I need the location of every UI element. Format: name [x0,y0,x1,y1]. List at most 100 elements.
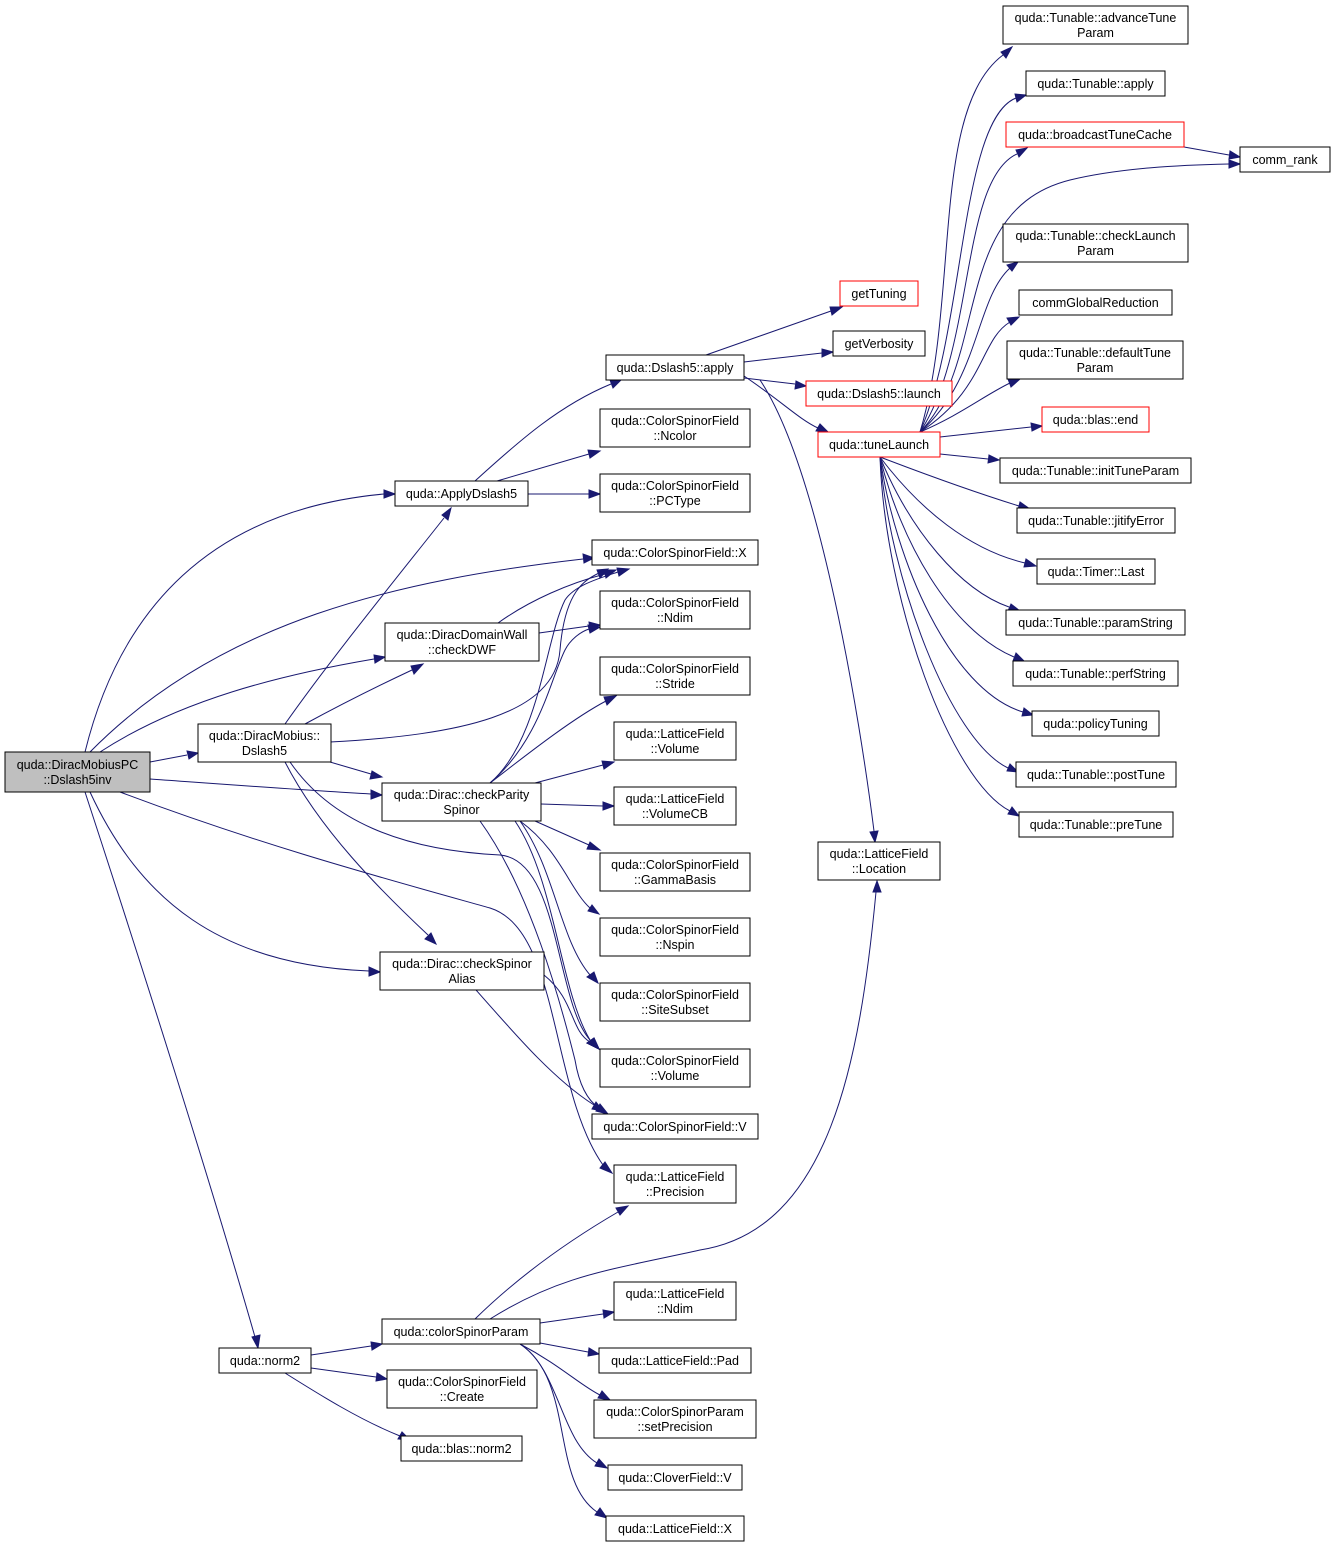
node-MobDslash5[interactable]: quda::DiracMobius::Dslash5 [197,723,332,763]
node-csfNcolor[interactable]: quda::ColorSpinorField::Ncolor [599,408,751,448]
node-label: ::GammaBasis [634,873,716,887]
node-label: ::setPrecision [637,1420,712,1434]
node-label: quda::blas::norm2 [411,1442,511,1456]
edge-line [743,375,819,429]
node-label: Param [1077,361,1114,375]
node-box [1005,609,1186,636]
node-box [1015,761,1177,788]
node-lfPad[interactable]: quda::LatticeField::Pad [598,1347,752,1374]
node-commGlobal[interactable]: commGlobalReduction [1018,289,1173,316]
node-norm2[interactable]: quda::norm2 [218,1347,312,1374]
arrowhead-icon [594,1507,609,1519]
node-csfV[interactable]: quda::ColorSpinorField::V [591,1113,759,1140]
edge-tuneLaunch-to-defaultTune [919,378,1022,433]
edge-tuneLaunch-to-blasEnd [939,422,1044,438]
node-blasEnd[interactable]: quda::blas::end [1041,406,1150,433]
edge-line [534,820,590,846]
edge-bcastTune-to-commRank [1183,146,1242,160]
arrowhead-icon [603,569,618,579]
node-box [1239,146,1331,173]
node-bcastTune[interactable]: quda::broadcastTuneCache [1005,121,1185,148]
node-csfSite[interactable]: quda::ColorSpinorField::SiteSubset [599,982,751,1022]
node-label: quda::colorSpinorParam [394,1325,529,1339]
node-csfStride[interactable]: quda::ColorSpinorField::Stride [599,656,751,696]
node-setPrec[interactable]: quda::ColorSpinorParam::setPrecision [593,1399,757,1439]
node-box [1002,223,1189,263]
node-postTune[interactable]: quda::Tunable::postTune [1015,761,1177,788]
node-lfVolume[interactable]: quda::LatticeField::Volume [613,721,737,761]
node-csfNdim[interactable]: quda::ColorSpinorField::Ndim [599,590,751,630]
node-lfX[interactable]: quda::LatticeField::X [605,1515,745,1542]
node-label: quda::LatticeField [830,847,929,861]
node-root[interactable]: quda::DiracMobiusPC::Dslash5inv [4,751,151,793]
node-preTune[interactable]: quda::Tunable::preTune [1018,811,1174,838]
node-csfVolume[interactable]: quda::ColorSpinorField::Volume [599,1048,751,1088]
node-d5apply[interactable]: quda::Dslash5::apply [605,354,745,381]
edge-line [99,658,375,753]
node-checkDWF[interactable]: quda::DiracDomainWall::checkDWF [384,622,540,662]
edge-norm2-to-csfCreate [310,1367,389,1382]
arrowhead-icon [1228,150,1242,160]
edge-line [89,558,584,753]
arrowhead-icon [1000,45,1014,59]
edge-line [919,382,1011,433]
node-tuneLaunch[interactable]: quda::tuneLaunch [817,431,941,458]
node-label: ::Volume [651,1069,700,1083]
node-ApplyDslash5[interactable]: quda::ApplyDslash5 [394,480,529,507]
node-cloverV[interactable]: quda::CloverField::V [607,1464,743,1491]
node-box [1018,811,1174,838]
node-label: quda::Tunable::perfString [1025,667,1166,681]
edge-line [489,571,619,784]
node-blasNorm2[interactable]: quda::blas::norm2 [400,1435,523,1462]
node-csfCreate[interactable]: quda::ColorSpinorField::Create [386,1369,538,1409]
node-box [381,1318,541,1345]
node-csfX[interactable]: quda::ColorSpinorField::X [591,539,759,566]
node-label: ::Stride [655,677,695,691]
node-csfNspin[interactable]: quda::ColorSpinorField::Nspin [599,917,751,957]
node-getTuning[interactable]: getTuning [839,280,919,307]
node-paramString[interactable]: quda::Tunable::paramString [1005,609,1186,636]
node-policyTuning[interactable]: quda::policyTuning [1031,710,1160,737]
node-d5launch[interactable]: quda::Dslash5::launch [805,380,953,407]
node-lfPrecision[interactable]: quda::LatticeField::Precision [613,1164,737,1204]
node-label: ::Location [852,862,906,876]
node-label: quda::ColorSpinorField [398,1375,526,1389]
arrowhead-icon [1023,558,1038,568]
node-csfGamma[interactable]: quda::ColorSpinorField::GammaBasis [599,852,751,892]
node-tunApply[interactable]: quda::Tunable::apply [1025,70,1166,97]
node-getVerbosity[interactable]: getVerbosity [832,330,926,357]
node-lfLocation[interactable]: quda::LatticeField::Location [817,841,941,881]
node-csfPCType[interactable]: quda::ColorSpinorField::PCType [599,473,751,513]
edge-tuneLaunch-to-timerLast [879,456,1038,568]
node-colorSpinorParam[interactable]: quda::colorSpinorParam [381,1318,541,1345]
node-label: quda::Tunable::initTuneParam [1012,464,1179,478]
edge-root-to-MobDslash5 [149,750,200,763]
node-label: Param [1077,26,1114,40]
arrowhead-icon [1015,147,1029,158]
node-box [613,1281,737,1321]
arrowhead-icon [987,454,1001,464]
edge-line [514,820,591,1041]
node-initTune[interactable]: quda::Tunable::initTuneParam [999,457,1192,484]
node-box [384,622,540,662]
node-lfVolumeCB[interactable]: quda::LatticeField::VolumeCB [613,786,737,826]
node-box [1031,710,1160,737]
edge-tuneLaunch-to-preTune [879,456,1021,817]
node-label: quda::ColorSpinorField [611,988,739,1002]
arrowhead-icon [586,841,602,851]
node-jitify[interactable]: quda::Tunable::jitifyError [1016,507,1176,534]
node-lfNdim[interactable]: quda::LatticeField::Ndim [613,1281,737,1321]
edge-line [149,754,188,763]
node-timerLast[interactable]: quda::Timer::Last [1036,558,1156,585]
edge-line [119,791,604,1166]
node-label: ::Volume [651,742,700,756]
node-commRank[interactable]: comm_rank [1239,146,1331,173]
node-box [1016,507,1176,534]
node-perfString[interactable]: quda::Tunable::perfString [1012,660,1179,687]
node-label: ::VolumeCB [642,807,708,821]
